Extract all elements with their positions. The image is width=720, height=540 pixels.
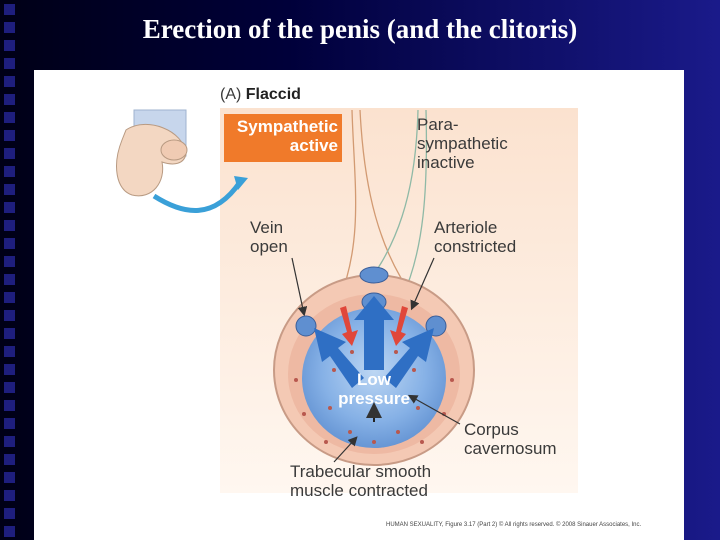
trabecular-line-1: Trabecular smooth <box>290 462 431 481</box>
figure-copyright: HUMAN SEXUALITY, Figure 3.17 (Part 2) © … <box>386 522 641 528</box>
vein-line-1: Vein <box>250 218 288 237</box>
panel-title: Flaccid <box>246 86 301 103</box>
pressure-line-2: pressure <box>324 389 424 408</box>
sympathetic-line-2: active <box>230 136 338 155</box>
figure-panel: (A) Flaccid Sympathetic active Para- sym… <box>34 70 684 540</box>
trabecular-line-2: muscle contracted <box>290 481 431 500</box>
vein-label: Vein open <box>250 218 288 256</box>
corpus-line-1: Corpus <box>464 420 557 439</box>
vein-line-2: open <box>250 237 288 256</box>
sympathetic-line-1: Sympathetic <box>230 117 338 136</box>
sympathetic-label: Sympathetic active <box>230 117 338 155</box>
arteriole-line-1: Arteriole <box>434 218 516 237</box>
para-line-1: Para- <box>417 115 508 134</box>
pressure-line-1: Low <box>324 370 424 389</box>
arteriole-line-2: constricted <box>434 237 516 256</box>
slide-title: Erection of the penis (and the clitoris) <box>0 14 720 45</box>
decorative-square-column <box>0 0 22 540</box>
low-pressure-label: Low pressure <box>324 370 424 408</box>
arteriole-label: Arteriole constricted <box>434 218 516 256</box>
corpus-line-2: cavernosum <box>464 439 557 458</box>
parasympathetic-label: Para- sympathetic inactive <box>417 115 508 172</box>
corpus-cavernosum-label: Corpus cavernosum <box>464 420 557 458</box>
trabecular-label: Trabecular smooth muscle contracted <box>290 462 431 500</box>
para-line-3: inactive <box>417 153 508 172</box>
panel-letter: (A) <box>220 86 241 103</box>
para-line-2: sympathetic <box>417 134 508 153</box>
flaccid-penis-thumbnail <box>117 110 187 196</box>
panel-label: (A) Flaccid <box>220 85 301 104</box>
